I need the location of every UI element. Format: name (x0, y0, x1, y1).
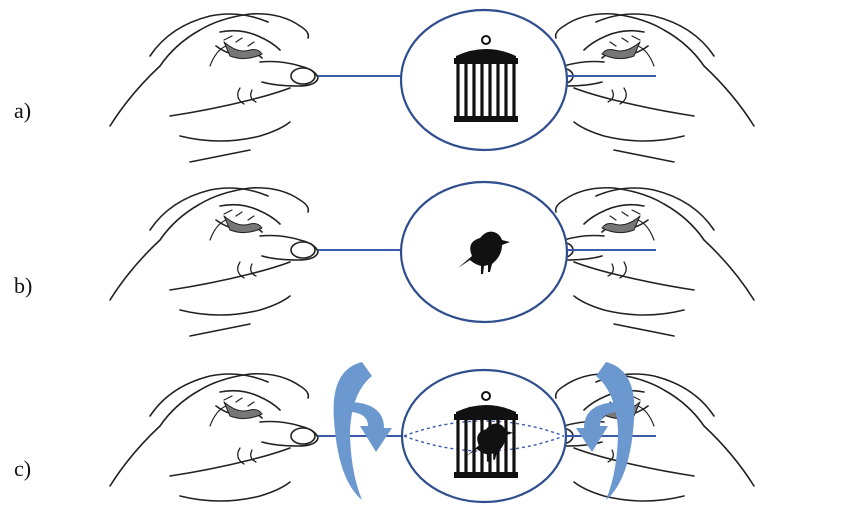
right-hand-icon (545, 12, 755, 163)
disc-edge-dashed (403, 435, 565, 452)
panel-c (109, 362, 755, 508)
rotation-arrow-left-icon (333, 362, 392, 500)
panel-label-b: b) (14, 273, 33, 298)
panel-a (109, 8, 755, 163)
disc-edge-dashed (403, 420, 565, 437)
panel-label-c: c) (14, 456, 32, 481)
rotation-arrow-right-icon (576, 362, 635, 500)
right-hand-icon (545, 372, 755, 508)
left-hand-icon (109, 372, 319, 508)
right-hand-icon (545, 186, 755, 337)
left-hand-icon (109, 12, 319, 163)
left-hand-icon (109, 186, 319, 337)
panel-b (109, 180, 755, 337)
panel-label-a: a) (14, 98, 32, 123)
disc (399, 8, 569, 152)
